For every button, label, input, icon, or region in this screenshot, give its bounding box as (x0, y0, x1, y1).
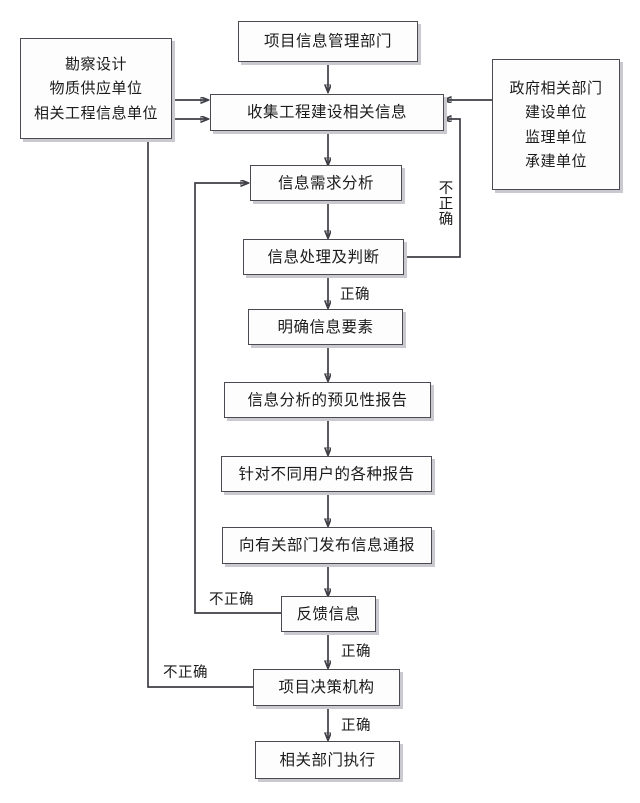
node-left-sources-line-1: 勘察设计 (64, 55, 127, 74)
node-user-reports-label: 针对不同用户的各种报告 (238, 464, 415, 483)
node-demand-analysis[interactable]: 信息需求分析 (250, 165, 402, 201)
node-feedback-information-label: 反馈信息 (296, 604, 361, 623)
edge-label-decision-correct: 正确 (341, 718, 371, 734)
node-left-sources-line-2: 物质供应单位 (49, 79, 143, 98)
node-right-sources[interactable]: 政府相关部门 建设单位 监理单位 承建单位 (492, 59, 620, 190)
node-top-department[interactable]: 项目信息管理部门 (238, 21, 418, 62)
node-demand-analysis-label: 信息需求分析 (277, 173, 374, 192)
edge-label-decision-incorrect: 不正确 (163, 665, 208, 681)
edge-label-feedback-incorrect: 不正确 (209, 592, 254, 608)
node-execute-department[interactable]: 相关部门执行 (255, 741, 400, 779)
node-clarify-elements-label: 明确信息要素 (277, 317, 374, 336)
node-forecast-report-label: 信息分析的预见性报告 (247, 390, 408, 409)
node-process-and-judge[interactable]: 信息处理及判断 (243, 239, 404, 275)
node-user-reports[interactable]: 针对不同用户的各种报告 (221, 456, 432, 492)
node-decision-body[interactable]: 项目决策机构 (253, 669, 400, 706)
node-collect-information-label: 收集工程建设相关信息 (246, 103, 407, 122)
node-publish-bulletin-label: 向有关部门发布信息通报 (238, 536, 415, 555)
node-feedback-information[interactable]: 反馈信息 (281, 596, 376, 632)
edge-label-judge-incorrect: 不正确 (436, 180, 453, 227)
node-process-and-judge-label: 信息处理及判断 (267, 247, 380, 266)
node-collect-information[interactable]: 收集工程建设相关信息 (210, 94, 444, 131)
node-right-sources-line-1: 政府相关部门 (509, 78, 603, 97)
edge-label-judge-correct: 正确 (340, 287, 370, 303)
node-top-department-label: 项目信息管理部门 (263, 32, 392, 51)
edge-label-feedback-correct: 正确 (341, 644, 371, 660)
node-right-sources-line-4: 承建单位 (524, 151, 587, 170)
node-right-sources-line-2: 建设单位 (524, 103, 587, 122)
node-right-sources-line-3: 监理单位 (524, 127, 587, 146)
node-clarify-elements[interactable]: 明确信息要素 (248, 309, 403, 345)
node-left-sources-line-3: 相关工程信息单位 (33, 103, 158, 122)
node-forecast-report[interactable]: 信息分析的预见性报告 (224, 382, 431, 418)
node-execute-department-label: 相关部门执行 (279, 750, 376, 769)
node-decision-body-label: 项目决策机构 (278, 678, 375, 697)
node-publish-bulletin[interactable]: 向有关部门发布信息通报 (222, 527, 432, 564)
node-left-sources[interactable]: 勘察设计 物质供应单位 相关工程信息单位 (20, 38, 172, 139)
